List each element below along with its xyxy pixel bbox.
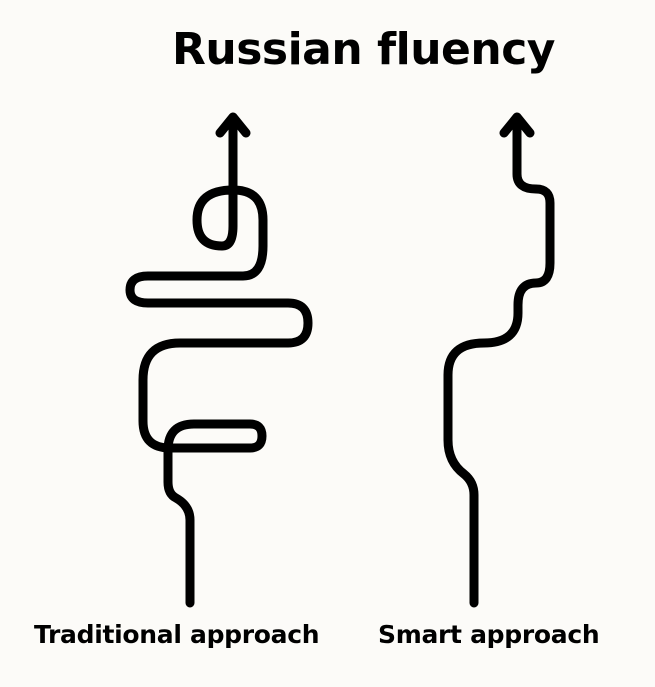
smart-approach-label: Smart approach (378, 620, 600, 649)
traditional-arrowhead (215, 112, 251, 138)
smart-arrowhead (499, 112, 535, 138)
diagram-title: Russian fluency (172, 24, 555, 75)
smart-path (443, 120, 555, 608)
traditional-approach-label: Traditional approach (34, 620, 320, 649)
traditional-path (125, 120, 313, 608)
